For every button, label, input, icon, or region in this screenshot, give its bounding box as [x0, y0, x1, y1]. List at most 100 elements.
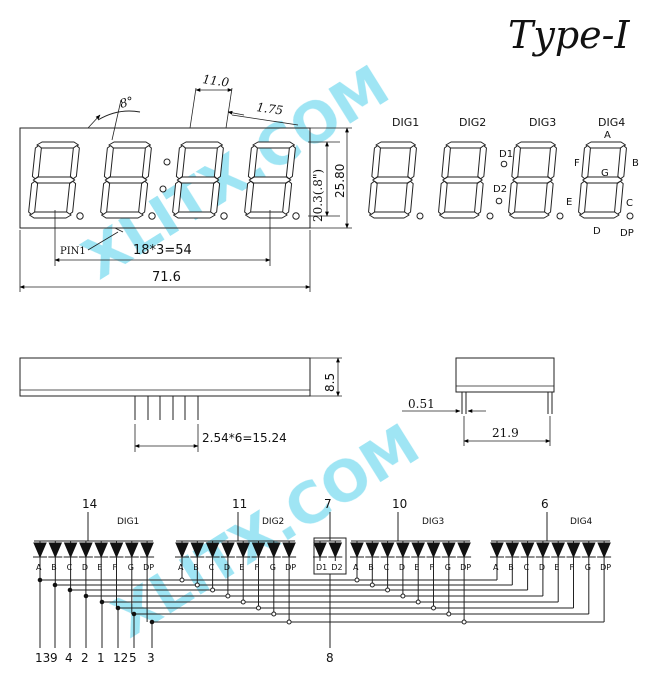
junction-dot [385, 587, 391, 593]
led-diode [79, 542, 93, 559]
led-diode [175, 542, 189, 559]
segment-label: E [554, 563, 559, 572]
led-diode [328, 542, 343, 559]
segment-label: E [239, 563, 244, 572]
led-diode [597, 542, 611, 559]
segment-label: C [67, 563, 73, 572]
front-dp-4 [292, 212, 300, 220]
segment-map [368, 141, 634, 220]
led-diode [442, 542, 456, 559]
seg-a-label: A [604, 130, 611, 141]
map-digit-2 [438, 141, 487, 219]
side-view [19, 357, 555, 452]
led-diode [411, 542, 425, 559]
segment-label: F [255, 563, 260, 572]
led-diode [536, 542, 550, 559]
segment-label: E [414, 563, 419, 572]
front-dp-1 [76, 212, 84, 220]
segment-map-labels: DIG1 DIG2 DIG3 DIG4 D1 D2 A F B G E C D … [392, 116, 639, 239]
segment-label: A [36, 563, 42, 572]
colon-bottom-label: D2 [493, 184, 507, 195]
width-label: 71.6 [152, 270, 181, 285]
segment-label: D [399, 563, 405, 572]
front-view-labels: 8° 11.0 1.75 20.3(.8") 25.80 PIN1 18*3=5… [60, 72, 347, 285]
common-pin-label: 7 [324, 497, 332, 511]
watermark-text-top: XLITX.COM [72, 53, 401, 292]
schematic-digit-label: DIG2 [262, 517, 284, 527]
map-dp-2 [486, 212, 494, 220]
map-dp-4 [626, 212, 634, 220]
segment-stroke-label: 1.75 [256, 100, 284, 118]
led-diode [63, 542, 78, 559]
led-diode [140, 542, 154, 559]
led-diode [457, 542, 471, 559]
segment-label: B [368, 563, 374, 572]
map-colon-top [500, 160, 508, 168]
map-digit-3 [508, 141, 557, 219]
segment-pin-label: 4 [65, 651, 73, 665]
map-colon-bottom [495, 197, 503, 205]
schematic [33, 512, 612, 648]
side-view-labels: 8.5 2.54*6=15.24 0.51 21.9 [202, 373, 519, 445]
junction-dot [369, 582, 375, 588]
led-diode [490, 542, 504, 559]
led-diode [125, 542, 139, 559]
dig1-label: DIG1 [392, 116, 419, 129]
led-diode [33, 542, 47, 559]
led-diode [48, 542, 63, 559]
led-diode [282, 542, 296, 559]
segment-label: B [51, 563, 57, 572]
junction-dot [179, 577, 185, 583]
front-digits [28, 141, 300, 220]
common-pin-label: 11 [232, 497, 247, 511]
led-diode [365, 542, 380, 559]
segment-label: DP [460, 563, 471, 572]
segment-label: D1 [316, 563, 327, 572]
schematic-digit-label: DIG3 [422, 517, 444, 527]
junction-dot [210, 587, 216, 593]
junction-dot [271, 611, 277, 617]
segment-pin-label: 13 [35, 651, 50, 665]
segment-label: G [585, 563, 591, 572]
segment-label: C [384, 563, 390, 572]
side-height-label: 8.5 [323, 373, 337, 392]
junction-dot [240, 599, 246, 605]
led-diode [426, 542, 441, 559]
front-digit-1 [28, 141, 80, 219]
led-diode [582, 542, 596, 559]
junction-dot [400, 593, 406, 599]
common-pin-label: 10 [392, 497, 407, 511]
front-colon-bottom [159, 185, 167, 193]
end-view-body [455, 357, 555, 393]
junction-dot [225, 593, 231, 599]
pin-junction-dot [67, 587, 73, 593]
led-diode [94, 542, 108, 559]
segment-pin-label: 5 [129, 651, 137, 665]
side-pins [134, 396, 199, 420]
map-digit-4 [578, 141, 627, 219]
colon-top-label: D1 [499, 149, 513, 160]
segment-label: DP [285, 563, 296, 572]
led-diode [313, 542, 327, 559]
segment-label: G [270, 563, 276, 572]
seg-d-label: D [593, 226, 601, 237]
segment-label: F [570, 563, 575, 572]
seg-b-label: B [632, 158, 639, 169]
seg-g-label: G [601, 168, 609, 179]
segment-pin-label: 2 [81, 651, 89, 665]
led-diode [380, 542, 395, 559]
led-diode [505, 542, 520, 559]
dig4-label: DIG4 [598, 116, 625, 129]
led-diode [236, 542, 250, 559]
segment-label: D [224, 563, 230, 572]
segment-label: A [493, 563, 499, 572]
pitch-label: 18*3=54 [133, 243, 192, 258]
junction-dot [446, 611, 452, 617]
front-digit-2 [100, 141, 152, 219]
junction-dot [194, 582, 200, 588]
map-dp-1 [416, 212, 424, 220]
pin-junction-dot [37, 577, 43, 583]
led-diode [251, 542, 266, 559]
